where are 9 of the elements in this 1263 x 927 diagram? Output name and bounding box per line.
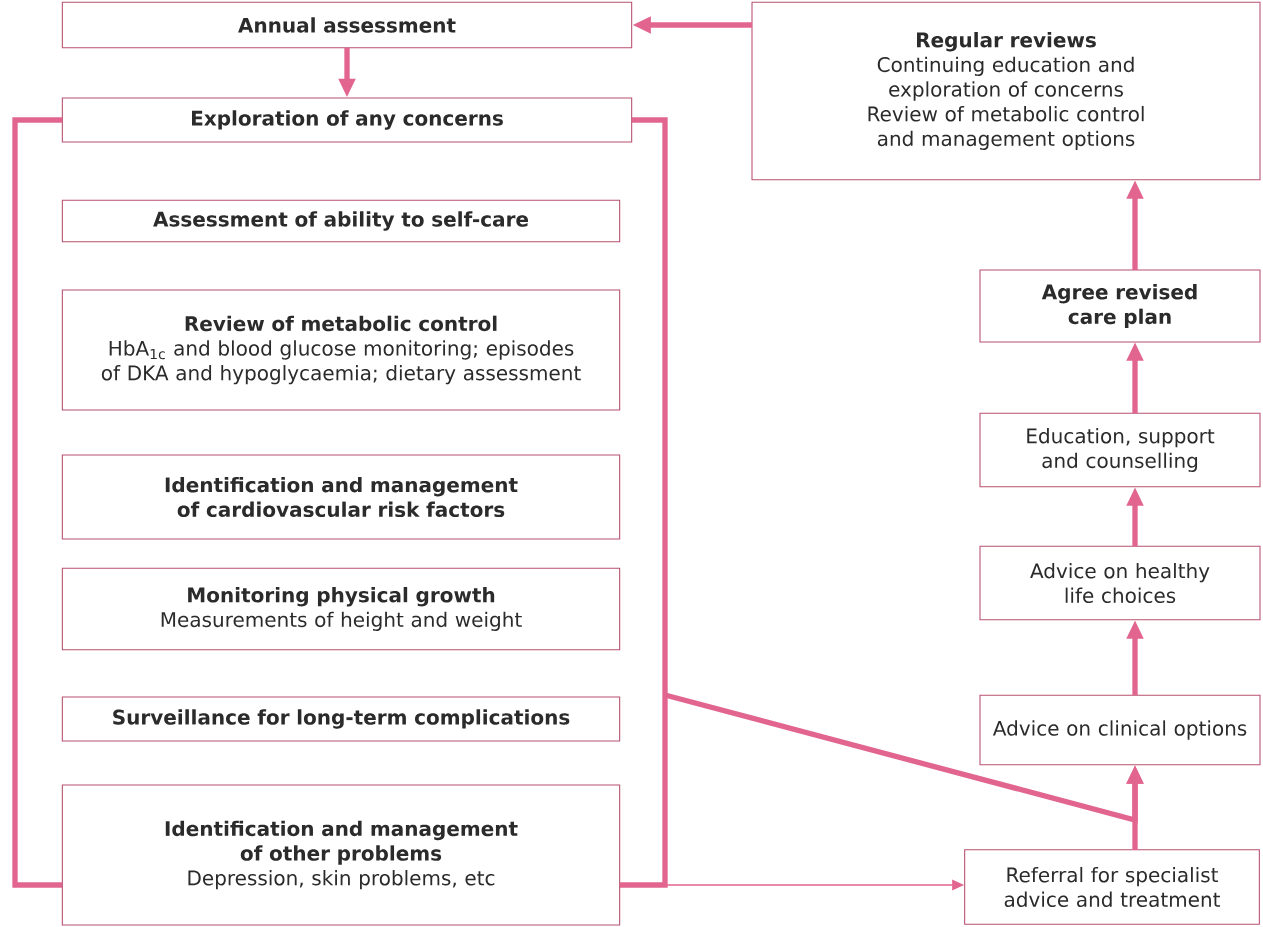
process-box: Advice on clinical options	[979, 694, 1261, 766]
process-box: Advice on healthy life choices	[979, 545, 1261, 621]
process-box: Annual assessment	[61, 1, 633, 49]
process-box: Regular reviews Continuing education and exploration of concerns Review of metabolic control and management options	[751, 1, 1261, 181]
process-box: Education, support and counselling	[979, 412, 1261, 488]
process-box: Referral for specialist advice and treatment	[964, 849, 1260, 925]
process-box: Identification and management of other problems Depression, skin problems, etc	[61, 784, 621, 926]
process-box: Exploration of any concerns	[61, 97, 633, 143]
process-box: Agree revised care plan	[979, 269, 1261, 343]
